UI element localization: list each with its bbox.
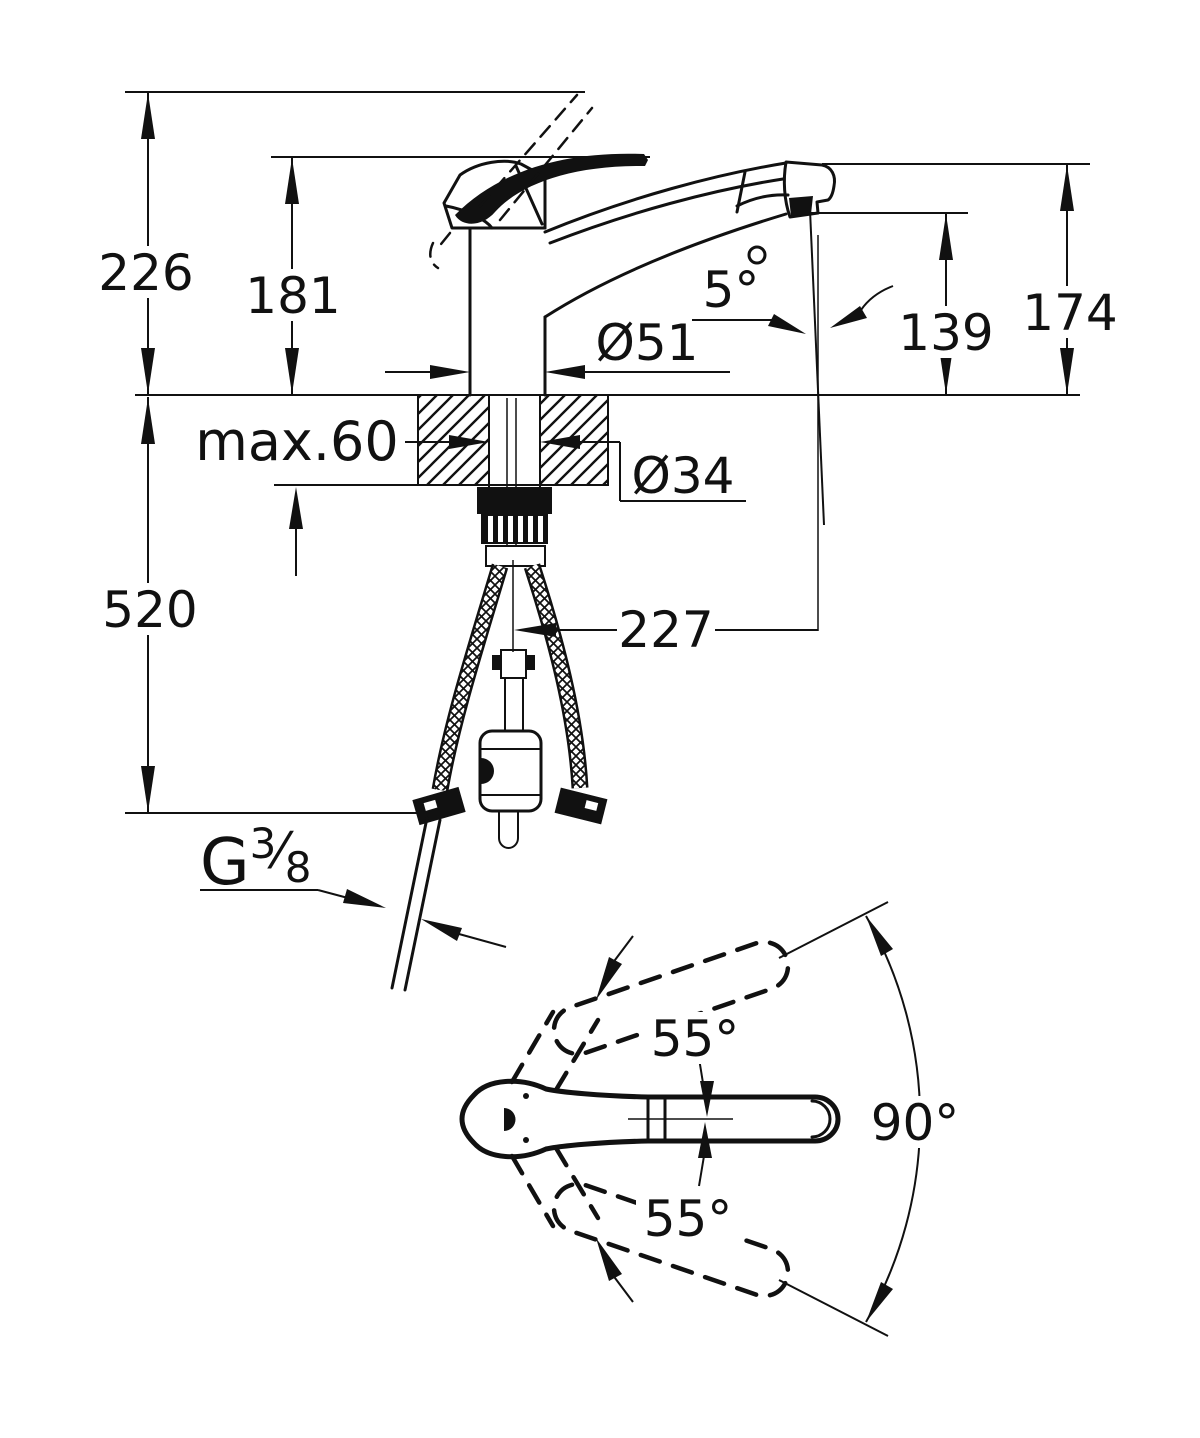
dimension-body-diameter: Ø51 xyxy=(385,314,730,379)
mounting-hardware xyxy=(477,487,552,567)
dimension-total-height: 226 xyxy=(98,92,196,395)
label-swing-lower: 55° xyxy=(644,1190,733,1248)
ext-line-lower-swing xyxy=(778,1279,889,1337)
handle-end-inner-arc xyxy=(810,1099,832,1139)
hose-right-braid xyxy=(526,564,586,789)
dimension-handle-height: 181 xyxy=(244,157,342,395)
spray-head-grip-band xyxy=(735,193,790,208)
hose-connector xyxy=(500,649,527,679)
handle-lower-position-dashed xyxy=(509,1145,791,1299)
faucet-body xyxy=(429,93,836,397)
handle-outline xyxy=(459,1078,841,1160)
connector-tab-right xyxy=(526,655,535,670)
dimension-deck-thickness: max.60 xyxy=(195,410,489,576)
hose-weight xyxy=(478,729,543,813)
handle-solid-top-view xyxy=(459,1078,841,1160)
supply-pipe-right-edge xyxy=(403,818,442,992)
spray-release-button xyxy=(747,245,767,265)
label-handle-height: 181 xyxy=(245,267,340,325)
label-body-diameter: Ø51 xyxy=(596,314,699,372)
dimension-spout-reach: 227 xyxy=(514,601,818,659)
dimension-spout-top-height: 174 xyxy=(1021,164,1119,395)
dimension-swing-lower: 55° xyxy=(596,1122,740,1303)
weight-clip-notch xyxy=(481,758,494,784)
dimension-outlet-angle: 5° xyxy=(692,209,894,631)
dimension-outlet-height: 139 xyxy=(897,213,995,395)
nut-teeth-gaps xyxy=(488,516,543,542)
dimension-swing-upper: 55° xyxy=(596,935,747,1117)
label-supply-thread: G3⁄8 xyxy=(200,819,311,900)
label-shank-diameter: Ø34 xyxy=(632,447,735,505)
label-deck-thickness: max.60 xyxy=(195,410,399,473)
counter-outline xyxy=(417,396,609,486)
handle-upper-position-dashed xyxy=(509,939,791,1093)
spout-top-curve xyxy=(543,161,788,234)
plan-view: 90° 55° 55° xyxy=(459,901,967,1337)
dimension-swing-total: 90° xyxy=(778,901,967,1337)
outlet-tilted-axis xyxy=(809,209,825,526)
spray-nozzle xyxy=(789,196,813,216)
ext-line-upper-swing xyxy=(778,901,889,959)
label-hose-length: 520 xyxy=(102,581,197,639)
dimension-shank-diameter: Ø34 xyxy=(540,435,746,505)
hose-end-cap xyxy=(498,811,519,849)
label-outlet-height: 139 xyxy=(898,304,993,362)
handle-lever xyxy=(455,153,648,224)
label-outlet-angle: 5° xyxy=(703,261,760,319)
label-swing-total: 90° xyxy=(871,1094,960,1152)
side-view: 226 181 174 139 xyxy=(98,91,1119,992)
spout-bottom-curve xyxy=(543,212,788,319)
pivot-dot-bottom xyxy=(523,1137,529,1143)
pullout-hose-assembly xyxy=(478,560,543,849)
hose-left-braid xyxy=(434,564,506,792)
label-total-height: 226 xyxy=(98,244,193,302)
hose-right-nut xyxy=(554,787,608,825)
dimension-supply-thread: G3⁄8 xyxy=(200,819,507,948)
label-spout-top-height: 174 xyxy=(1022,284,1117,342)
pivot-mark xyxy=(504,1108,516,1131)
shank-end-collar xyxy=(485,545,546,567)
supply-hoses xyxy=(390,563,608,992)
dimension-hose-length: 520 xyxy=(101,397,199,812)
handle-raised-position-dashed xyxy=(429,93,594,270)
supply-pipe-left-edge xyxy=(390,816,429,990)
spout-inner-curve xyxy=(548,177,785,245)
label-swing-upper: 55° xyxy=(651,1010,740,1068)
label-spout-reach: 227 xyxy=(618,601,713,659)
pivot-dot-top xyxy=(523,1093,529,1099)
connector-tab-left xyxy=(492,655,501,670)
handle-base xyxy=(442,159,547,230)
hose-left-nut xyxy=(412,786,466,826)
mounting-nut xyxy=(477,487,552,514)
